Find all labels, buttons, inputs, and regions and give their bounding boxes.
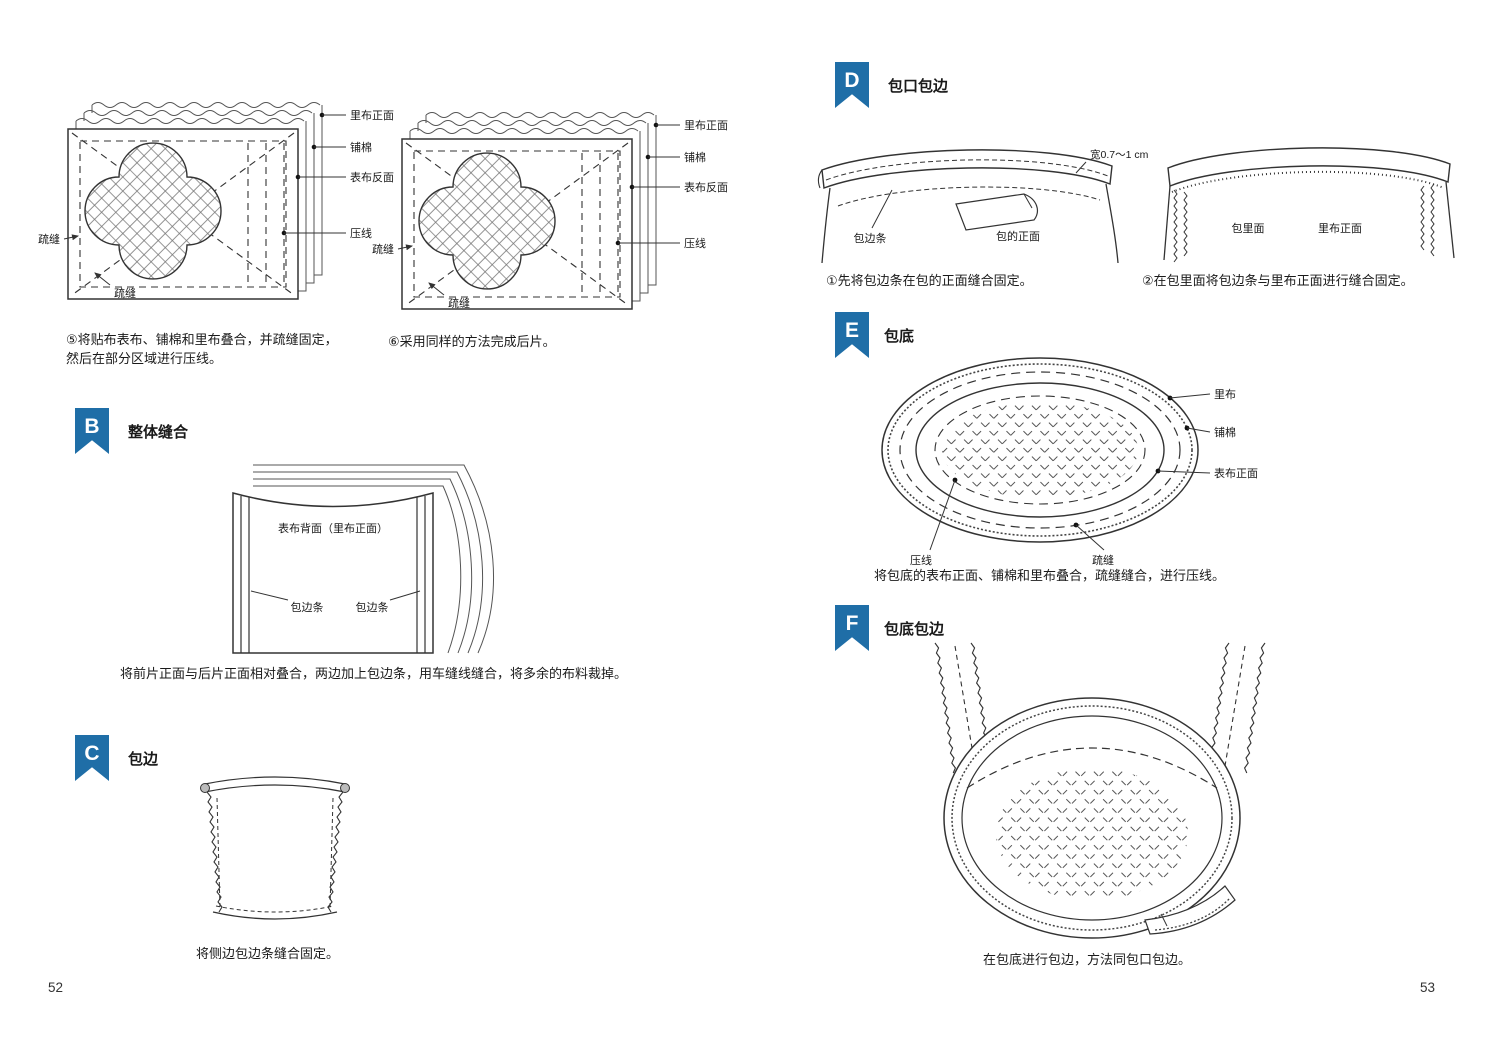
bottom-binding-diagram [934,642,1266,939]
section-d-ribbon: D [835,62,869,108]
page-number-left: 52 [48,980,64,995]
section-f-caption: 在包底进行包边，方法同包口包边。 [983,952,1192,967]
label-basting: 疏缝 [372,242,394,256]
label-batting: 铺棉 [1214,425,1236,439]
label-lining-front: 里布正面 [350,109,394,122]
label-basting-inner: 疏缝 [114,286,136,300]
step5-caption: ⑤将贴布表布、铺棉和里布叠合，并疏缝固定， 然后在部分区域进行压线。 [66,330,338,368]
label-lining: 里布 [1214,388,1236,401]
section-f-title: 包底包边 [884,621,945,638]
binding-ring [961,715,1223,921]
section-d-letter: D [844,69,860,92]
section-c-title: 包边 [128,751,159,768]
label-basting: 疏缝 [1092,553,1114,567]
label-bag-front: 包的正面 [996,229,1040,243]
section-e-title: 包底 [884,328,915,345]
top-binding-band [204,776,346,793]
label-outer-wrong-side: 表布反面 [684,180,728,194]
label-batting: 铺棉 [350,140,372,154]
section-b-ribbon: B [75,408,109,454]
label-bag-inside: 包里面 [1232,222,1265,235]
label-quilting: 压线 [350,226,372,240]
section-e-letter: E [844,319,859,342]
bag-body [232,492,434,654]
assembly-diagram: 表布背面（里布正面） 包边条 包边条 [232,464,495,654]
opening-binding-step1-diagram: 宽0.7～1 cm 包边条 包的正面 [817,148,1149,264]
binding-tail [1144,885,1236,935]
section-d-caption-1: ①先将包边条在包的正面缝合固定。 [826,273,1033,288]
binding-strips [240,496,426,653]
label-binding-right: 包边条 [356,600,389,614]
quilting-oval [934,395,1146,505]
outer-fabric-oval [915,382,1165,518]
basting-oval [899,371,1181,529]
step5-caption-line1: ⑤将贴布表布、铺棉和里布叠合，并疏缝固定， [66,332,338,347]
section-d-title: 包口包边 [888,78,949,95]
bag-bottom-diagram: 里布 铺棉 表布正面 压线 疏缝 [881,357,1258,567]
section-e-caption: 将包底的表布正面、铺棉和里布叠合，疏缝缝合，进行压线。 [874,568,1226,583]
label-lining-front: 里布正面 [684,119,728,132]
opening-band-inside [1167,147,1451,187]
section-c-letter: C [84,742,100,765]
page-number-right: 53 [1420,980,1436,995]
quilt-diagram-front-piece: 里布正面 铺棉 表布反面 压线 疏缝 疏缝 [38,102,394,300]
leader-lines [63,112,346,286]
label-width: 宽0.7～1 cm [1090,148,1149,161]
section-f-letter: F [845,612,859,635]
leader-lines [929,393,1211,551]
step5-caption-line2: 然后在部分区域进行压线。 [66,351,223,366]
opening-band [821,149,1113,189]
label-outer-back-lining-front: 表布背面（里布正面） [278,521,388,535]
leader-lines [397,122,680,296]
label-binding-left: 包边条 [291,600,324,614]
label-quilting: 压线 [684,236,706,250]
section-b-title: 整体缝合 [128,424,189,441]
section-d-caption-2: ②在包里面将包边条与里布正面进行缝合固定。 [1142,273,1414,288]
section-b-caption: 将前片正面与后片正面相对叠合，两边加上包边条，用车缝线缝合，将多余的布料裁掉。 [120,666,628,681]
label-quilting: 压线 [910,553,932,567]
label-lining-front: 里布正面 [1318,222,1362,235]
section-c-caption: 将侧边包边条缝合固定。 [196,946,340,961]
label-batting: 铺棉 [684,150,706,164]
section-b-letter: B [84,415,100,438]
section-f-ribbon: F [835,605,869,651]
label-basting-inner: 疏缝 [448,296,470,310]
side-binding-diagram [200,776,350,920]
label-binding: 包边条 [854,231,887,245]
label-outer-front: 表布正面 [1214,466,1258,480]
quilt-diagram-back-piece: 里布正面 铺棉 表布反面 压线 疏缝 疏缝 [372,112,728,310]
section-c-ribbon: C [75,735,109,781]
label-basting: 疏缝 [38,232,60,246]
binding-strip-flap [955,193,1038,231]
label-outer-wrong-side: 表布反面 [350,170,394,184]
opening-binding-step2-diagram: 包里面 里布正面 [1163,147,1455,263]
section-e-ribbon: E [835,312,869,358]
step6-caption: ⑥采用同样的方法完成后片。 [388,334,556,349]
layer-fan [253,464,495,654]
